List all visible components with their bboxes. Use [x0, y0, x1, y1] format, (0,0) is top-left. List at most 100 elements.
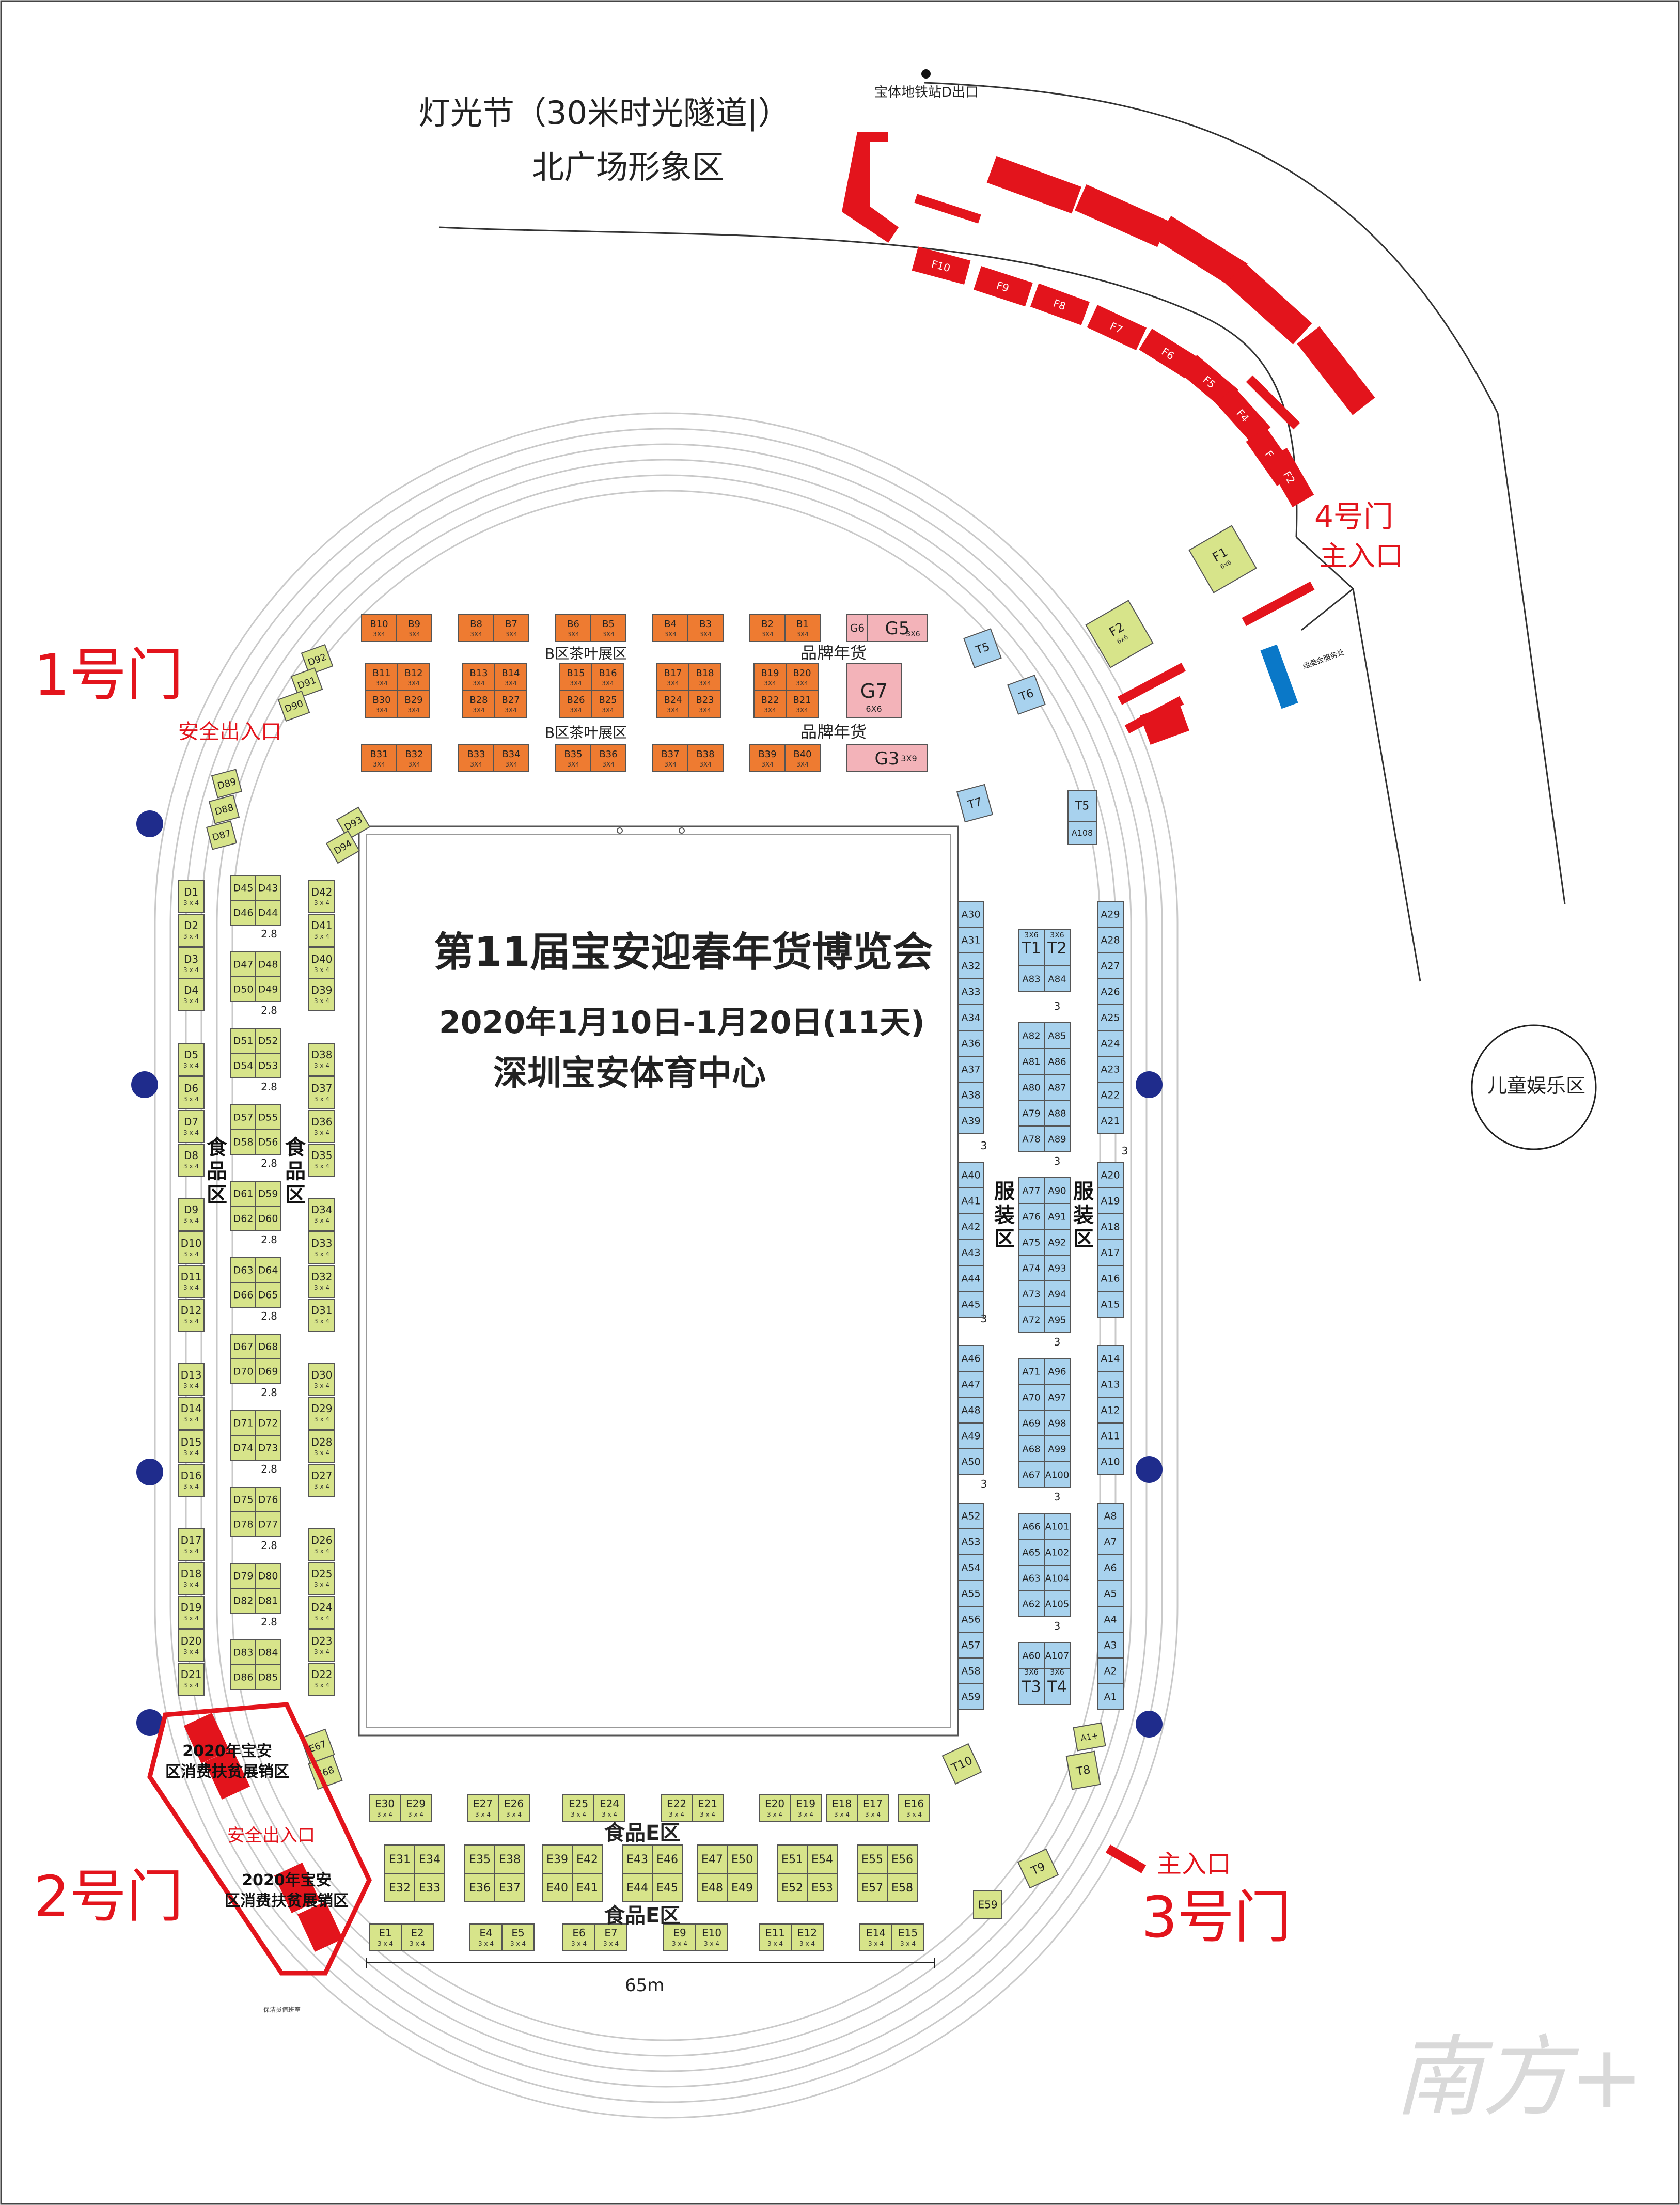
booth-d44[interactable]: D44: [255, 900, 281, 926]
booth-e56[interactable]: E56: [887, 1844, 918, 1874]
booth-e53[interactable]: E53: [807, 1873, 838, 1902]
booth-a47[interactable]: A47: [957, 1371, 984, 1398]
booth-d55[interactable]: D55: [255, 1104, 281, 1130]
booth-a23[interactable]: A23: [1097, 1056, 1124, 1083]
booth-a69[interactable]: A69: [1018, 1410, 1045, 1436]
booth-d75[interactable]: D75: [230, 1487, 256, 1512]
booth-e38[interactable]: E38: [494, 1844, 525, 1874]
booth-a19[interactable]: A19: [1097, 1187, 1124, 1214]
booth-a42[interactable]: A42: [957, 1213, 984, 1240]
booth-e37[interactable]: E37: [494, 1873, 525, 1902]
booth-a27[interactable]: A27: [1097, 952, 1124, 979]
booth-e45[interactable]: E45: [652, 1873, 683, 1902]
booth-d85[interactable]: D85: [255, 1664, 281, 1690]
booth-e43[interactable]: E43: [622, 1844, 653, 1874]
booth-d78[interactable]: D78: [230, 1511, 256, 1537]
booth-a30[interactable]: A30: [957, 901, 984, 928]
booth-a18[interactable]: A18: [1097, 1213, 1124, 1240]
booth-e34[interactable]: E34: [414, 1844, 445, 1874]
booth-e52[interactable]: E52: [777, 1873, 808, 1902]
booth-e49[interactable]: E49: [727, 1873, 758, 1902]
booth-e58[interactable]: E58: [887, 1873, 918, 1902]
booth-e47[interactable]: E47: [697, 1844, 728, 1874]
booth-e41[interactable]: E41: [572, 1873, 603, 1902]
booth-a49[interactable]: A49: [957, 1422, 984, 1449]
booth-d83[interactable]: D83: [230, 1639, 256, 1665]
booth-d72[interactable]: D72: [255, 1410, 281, 1436]
booth-d46[interactable]: D46: [230, 900, 256, 926]
booth-e6[interactable]: E63 x 4: [562, 1923, 595, 1951]
booth-a24[interactable]: A24: [1097, 1030, 1124, 1057]
booth-a50[interactable]: A50: [957, 1448, 984, 1475]
booth-e54[interactable]: E54: [807, 1844, 838, 1874]
booth-a45[interactable]: A45: [957, 1291, 984, 1318]
booth-a66[interactable]: A66: [1018, 1513, 1045, 1540]
booth-d86[interactable]: D86: [230, 1664, 256, 1690]
booth-a53[interactable]: A53: [957, 1528, 984, 1555]
booth-e59[interactable]: E59: [973, 1890, 1002, 1919]
booth-e33[interactable]: E33: [414, 1873, 445, 1902]
booth-a83[interactable]: A83: [1018, 965, 1045, 992]
booth-a73[interactable]: A73: [1018, 1280, 1045, 1307]
booth-e51[interactable]: E51: [777, 1844, 808, 1874]
booth-d80[interactable]: D80: [255, 1563, 281, 1589]
booth-d4[interactable]: D43 x 4: [178, 978, 205, 1011]
booth-e57[interactable]: E57: [857, 1873, 888, 1902]
booth-a87[interactable]: A87: [1044, 1074, 1071, 1101]
booth-e40[interactable]: E40: [542, 1873, 573, 1902]
booth-a56[interactable]: A56: [957, 1606, 984, 1633]
booth-a38[interactable]: A38: [957, 1082, 984, 1108]
booth-a37[interactable]: A37: [957, 1056, 984, 1083]
booth-d45[interactable]: D45: [230, 875, 256, 901]
booth-a46[interactable]: A46: [957, 1345, 984, 1372]
booth-a78[interactable]: A78: [1018, 1125, 1045, 1152]
booth-a36[interactable]: A36: [957, 1030, 984, 1057]
booth-a79[interactable]: A79: [1018, 1100, 1045, 1127]
booth-a58[interactable]: A58: [957, 1657, 984, 1684]
booth-a22[interactable]: A22: [1097, 1082, 1124, 1108]
booth-a44[interactable]: A44: [957, 1265, 984, 1292]
booth-a63[interactable]: A63: [1018, 1565, 1045, 1591]
booth-d71[interactable]: D71: [230, 1410, 256, 1436]
booth-a33[interactable]: A33: [957, 978, 984, 1005]
booth-e2[interactable]: E23 x 4: [401, 1923, 434, 1951]
booth-d68[interactable]: D68: [255, 1334, 281, 1359]
booth-d63[interactable]: D63: [230, 1257, 256, 1283]
booth-a39[interactable]: A39: [957, 1107, 984, 1134]
booth-a90[interactable]: A90: [1044, 1177, 1071, 1204]
booth-d52[interactable]: D52: [255, 1028, 281, 1054]
booth-d58[interactable]: D58: [230, 1129, 256, 1155]
booth-e9[interactable]: E93 x 4: [663, 1923, 696, 1951]
booth-d65[interactable]: D65: [255, 1282, 281, 1308]
booth-a11[interactable]: A11: [1097, 1422, 1124, 1449]
booth-a91[interactable]: A91: [1044, 1203, 1071, 1230]
booth-a12[interactable]: A12: [1097, 1397, 1124, 1424]
red-arc-stall-f9[interactable]: F9: [974, 266, 1033, 307]
booth-a54[interactable]: A54: [957, 1554, 984, 1581]
